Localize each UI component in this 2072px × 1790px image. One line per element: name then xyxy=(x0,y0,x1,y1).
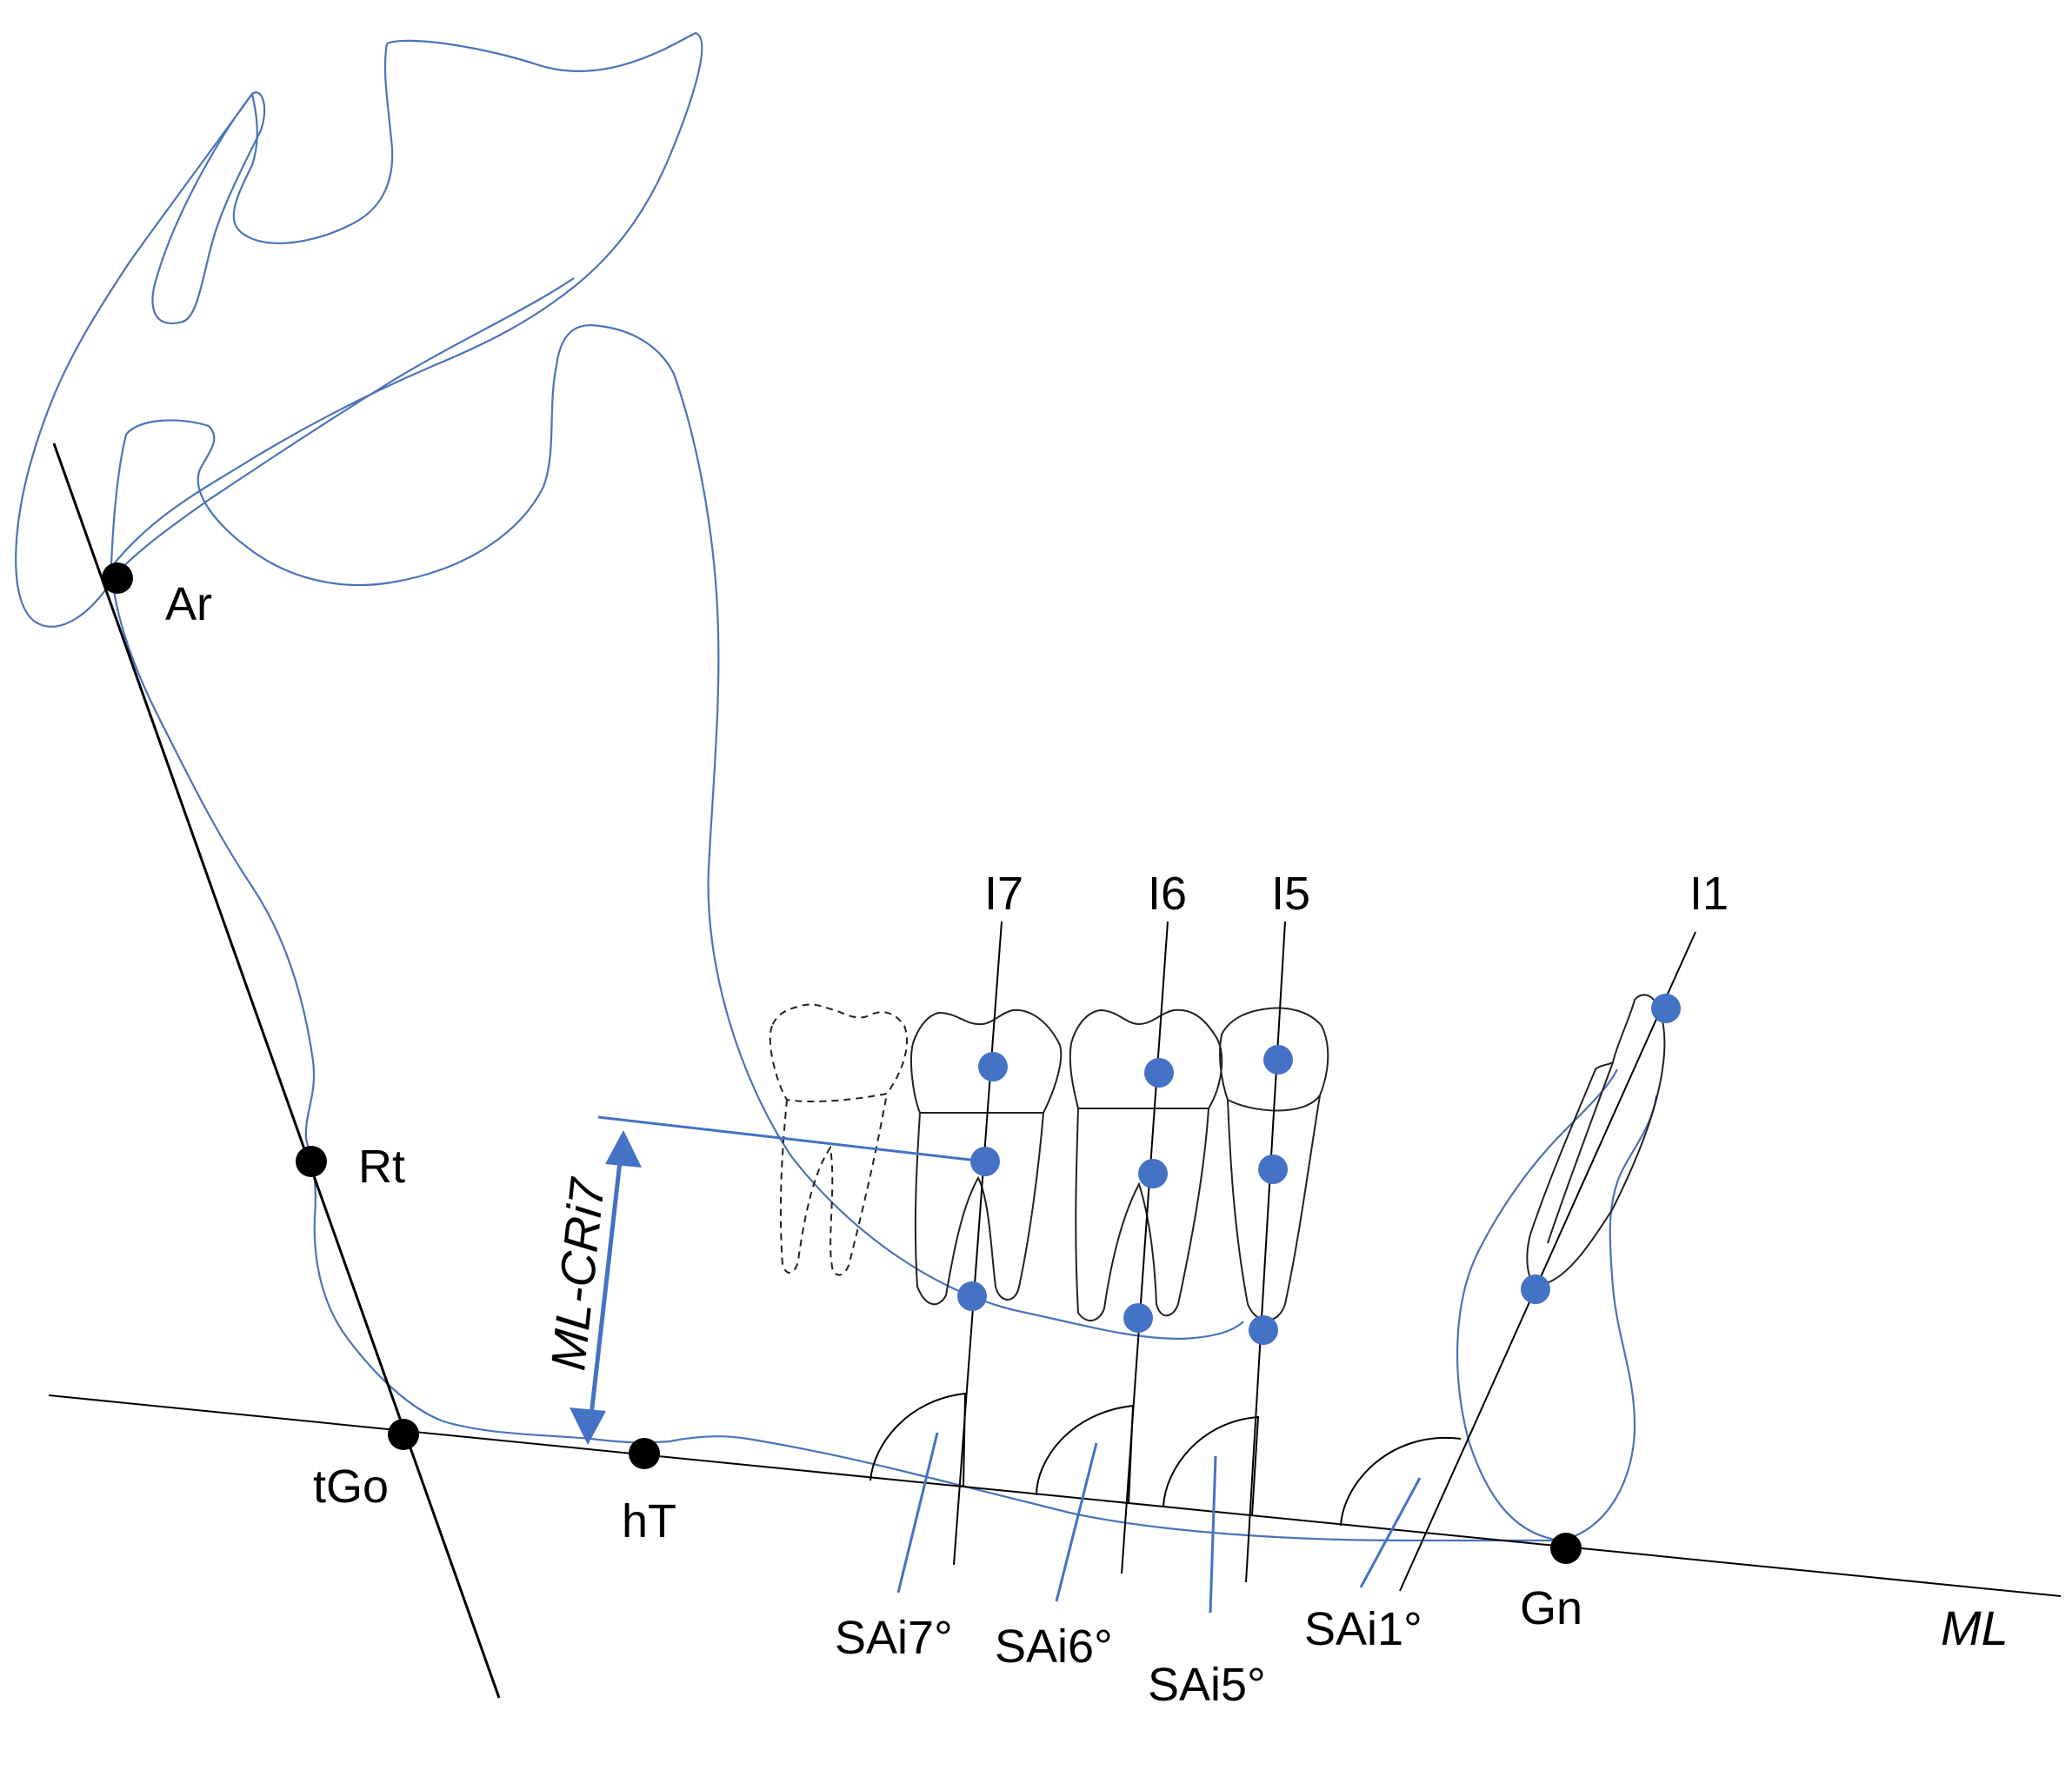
leader-sai1 xyxy=(1359,1477,1422,1588)
label-i1: I1 xyxy=(1689,868,1729,920)
i7-point-apex xyxy=(957,1281,987,1311)
symphysis-lingual-outline xyxy=(1456,1068,1618,1542)
landmark-ht xyxy=(629,1438,660,1469)
ml-cri7-measurement xyxy=(570,1115,986,1445)
i6-point-cr xyxy=(1138,1159,1168,1188)
reference-lines xyxy=(48,443,2062,1699)
label-rt: Rt xyxy=(358,1141,405,1193)
posterior-ramus-border xyxy=(110,564,1561,1542)
label-sai1: SAi1° xyxy=(1304,1603,1422,1655)
leader-sai6 xyxy=(1055,1442,1098,1602)
upper-arch-outline xyxy=(232,43,394,244)
landmarks xyxy=(102,562,1582,1564)
i7-point-cri7 xyxy=(970,1147,1000,1176)
landmark-gn xyxy=(1550,1533,1582,1564)
label-ml: ML xyxy=(1941,1600,2009,1655)
condyle-outline xyxy=(151,91,266,324)
axis-i6 xyxy=(1121,921,1169,1574)
label-i5: I5 xyxy=(1271,868,1310,920)
leader-sai7 xyxy=(896,1432,939,1594)
fossa-outline xyxy=(112,31,703,566)
i5-point-cr xyxy=(1258,1155,1288,1184)
label-sai6: SAi6° xyxy=(995,1620,1113,1673)
tooth-6-outline xyxy=(1069,1008,1223,1321)
cri7-reference-line xyxy=(597,1115,986,1163)
arc-sai7 xyxy=(869,1392,967,1487)
i6-point-crown xyxy=(1144,1058,1174,1088)
i7-point-crown xyxy=(978,1052,1008,1081)
ml-cri7-arrow-shaft xyxy=(589,1161,623,1416)
symphysis-outline xyxy=(1560,1095,1658,1542)
incisor-1-outline xyxy=(1526,994,1666,1286)
ml-cri7-arrowhead-top xyxy=(605,1130,642,1168)
i5-point-crown xyxy=(1263,1045,1293,1075)
tooth-points xyxy=(957,994,1681,1345)
ml-cri7-arrowhead-bottom xyxy=(570,1407,606,1445)
i1-point-cr xyxy=(1521,1274,1550,1304)
landmark-ar xyxy=(102,562,133,594)
angle-arcs xyxy=(869,1392,1462,1527)
labels: Ar Rt tGo hT Gn ML I7 I6 I5 I1 SAi7° SAi… xyxy=(165,578,2009,1711)
arc-sai5 xyxy=(1163,1415,1260,1516)
label-gn: Gn xyxy=(1520,1582,1582,1634)
third-molar-dashed xyxy=(769,1003,908,1276)
ramus-line xyxy=(52,443,501,1699)
bone-outlines xyxy=(15,31,1658,1542)
axis-i1 xyxy=(1399,931,1696,1592)
label-ar: Ar xyxy=(165,578,212,630)
label-sai7: SAi7° xyxy=(835,1612,953,1664)
label-ht: hT xyxy=(622,1495,676,1547)
leader-sai5 xyxy=(1209,1455,1217,1614)
label-i7: I7 xyxy=(984,868,1023,920)
landmark-tgo xyxy=(388,1419,419,1450)
label-ml-cri7: ML-CRi7 xyxy=(540,1174,615,1373)
tooth-7-outline xyxy=(910,1008,1063,1306)
label-i6: I6 xyxy=(1148,868,1187,920)
arc-sai6 xyxy=(1036,1404,1135,1505)
landmark-rt xyxy=(296,1146,327,1177)
ramus-outline xyxy=(110,324,1244,1341)
i1-point-crown xyxy=(1651,994,1681,1023)
label-tgo: tGo xyxy=(313,1461,389,1513)
label-sai5: SAi5° xyxy=(1148,1659,1266,1711)
i6-point-apex xyxy=(1123,1303,1153,1333)
mandibular-line-ml xyxy=(48,1394,2062,1597)
axis-i7 xyxy=(953,921,1003,1566)
arc-sai1 xyxy=(1340,1436,1462,1527)
teeth xyxy=(769,994,1666,1321)
cranial-base-outline xyxy=(15,93,575,628)
axis-i5 xyxy=(1245,921,1286,1583)
angle-leaders xyxy=(896,1432,1422,1614)
i5-point-apex xyxy=(1249,1315,1278,1345)
